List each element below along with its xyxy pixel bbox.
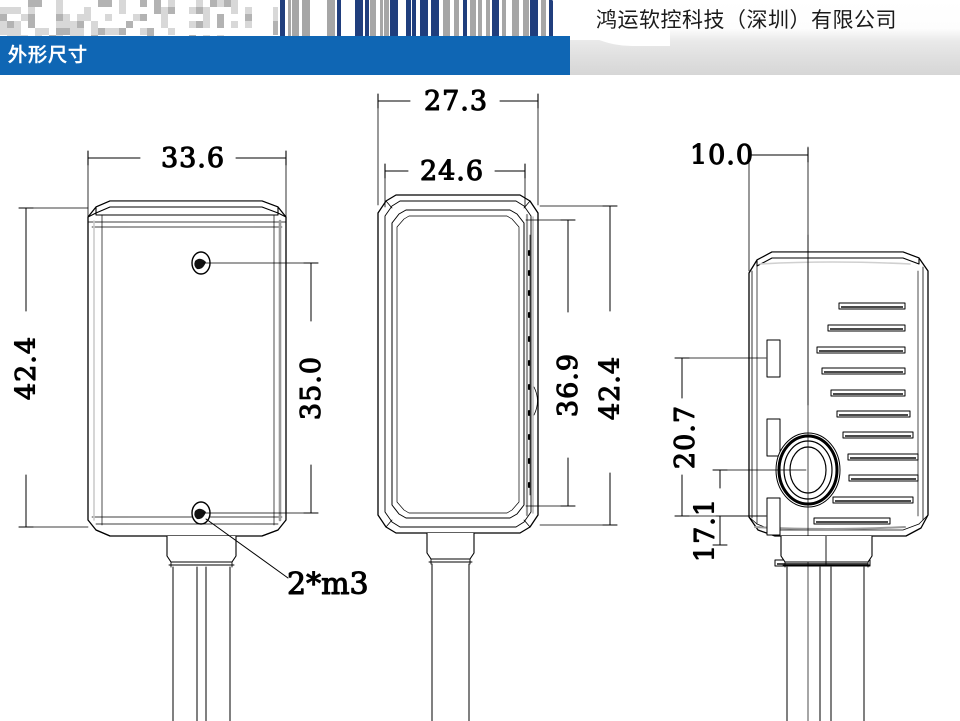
leader-2-m3 [205,518,289,579]
section-title-bar [0,36,570,75]
dim-42-4-side [18,207,89,528]
front-cable [431,563,470,721]
dim-24-6 [384,163,526,208]
rear-cable-gland [780,535,873,568]
side-mounting-hole-top [191,251,211,275]
dim-label-42-4-side: 42.4 [11,336,42,400]
dim-label-24-6: 24.6 [420,156,484,187]
dim-42-4-front [539,205,618,526]
company-name: 鸿运软控科技（深圳）有限公司 [596,8,897,32]
dim-label-20-7: 20.7 [670,405,701,469]
dim-label-17-1: 17.1 [690,498,721,562]
page-header: 鸿运软控科技（深圳）有限公司 外形尺寸 [0,0,960,75]
note-label-2-m3: 2*m3 [287,567,369,602]
view-front: 27.3 24.6 36.9 42.4 [377,85,627,721]
side-body-outline [87,200,287,537]
dim-label-42-4-front: 42.4 [595,356,626,420]
side-cable [172,566,231,721]
view-rear: 10.0 20.7 17.1 [669,139,929,721]
rear-side-slots [766,339,781,536]
side-cable-gland [166,535,237,568]
technical-drawing-canvas: 33.6 42.4 35.0 2*m3 [0,75,960,721]
dim-27-3 [377,93,539,206]
dim-10-0 [748,146,809,406]
dim-35-0 [202,262,319,514]
view-side: 33.6 42.4 35.0 2*m3 [10,142,369,721]
barcode-graphic [278,0,570,36]
dim-label-35-0: 35.0 [296,356,327,420]
dim-label-36-9: 36.9 [553,353,584,417]
rear-cable [786,566,865,721]
dim-33-6 [87,150,287,228]
dim-label-10-0: 10.0 [690,140,754,171]
mosaic-pattern-graphic [0,0,280,36]
front-cable-gland [426,532,475,565]
front-edge-texture [525,213,538,517]
dim-20-7 [674,357,767,517]
dim-36-9 [525,219,576,507]
dim-17-1 [712,469,807,546]
dim-label-33-6: 33.6 [161,143,225,174]
header-swoosh-fill [556,0,602,40]
section-title-text: 外形尺寸 [8,44,89,66]
dim-label-27-3: 27.3 [424,86,488,117]
front-body-outline [377,194,539,534]
